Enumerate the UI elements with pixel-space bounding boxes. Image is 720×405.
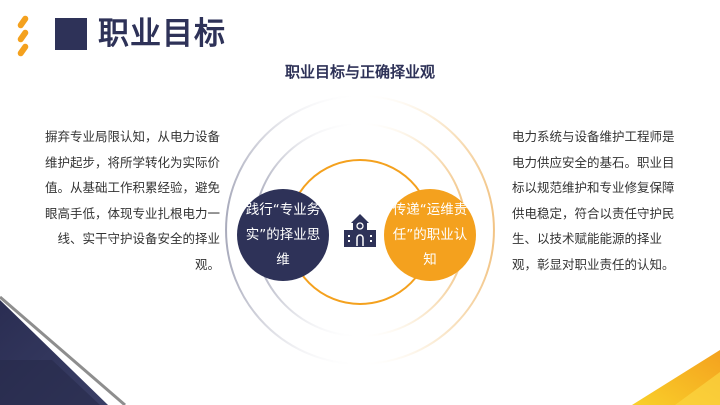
school-building-icon: [344, 214, 376, 247]
left-bubble: 践行“专业务实”的择业思维: [237, 189, 329, 281]
yellow-triangle: [632, 350, 720, 405]
right-bubble: 传递“运维责任”的职业认知: [384, 189, 476, 281]
title-square-icon: [55, 18, 87, 50]
section-subtitle: 职业目标与正确择业观: [284, 63, 435, 81]
right-bubble-label: 传递“运维责任”的职业认知: [392, 201, 468, 268]
page-title: 职业目标: [98, 16, 226, 52]
left-description: 摒弃专业局限认知，从电力设备维护起步，将所学转化为实际价值。从基础工作积累经验，…: [44, 129, 220, 272]
left-bubble-label: 践行“专业务实”的择业思维: [245, 201, 321, 268]
navy-triangle: [0, 300, 108, 405]
right-description: 电力系统与设备维护工程师是电力供应安全的基石。职业目标以规范维护和专业修复保障供…: [512, 129, 675, 272]
